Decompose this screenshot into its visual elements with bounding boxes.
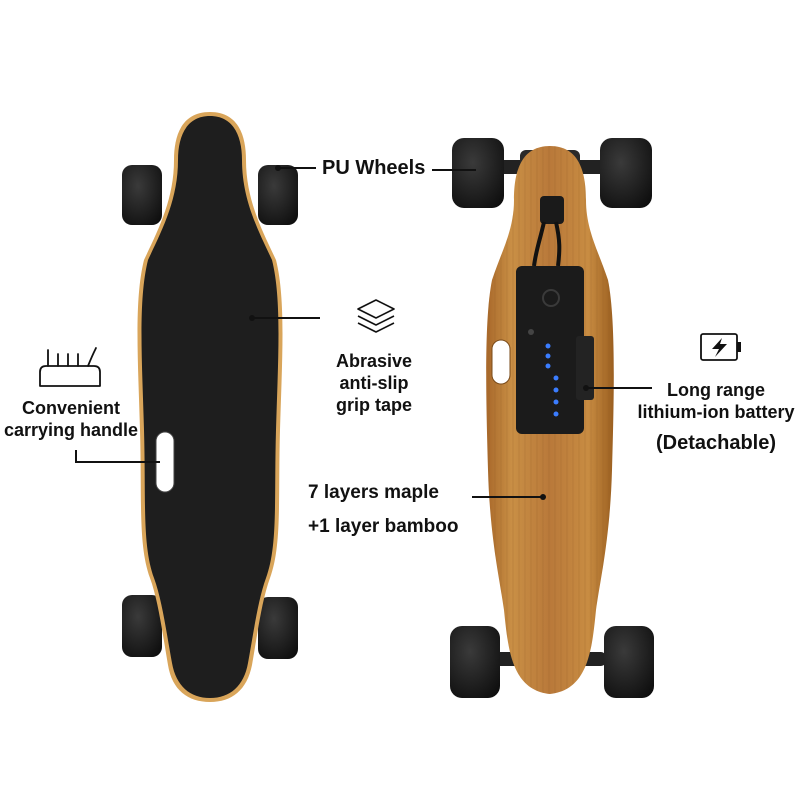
layers-icon xyxy=(357,299,395,333)
wheel-rear-right xyxy=(258,597,298,659)
grip-tape-line-2: anti-slip xyxy=(339,373,409,393)
left-skateboard xyxy=(122,112,298,702)
wheel-rear-right-bottom xyxy=(604,626,654,698)
battery-side-module xyxy=(576,336,594,400)
pu-wheels-label: PU Wheels xyxy=(322,157,426,179)
battery-charging-icon xyxy=(700,333,741,361)
callout-lines xyxy=(75,167,652,498)
deck-pointer-dot xyxy=(540,494,546,500)
deck-label: 7 layers maple +1 layer bamboo xyxy=(308,476,458,544)
wheel-front-left-bottom xyxy=(452,138,504,208)
hand-icon xyxy=(39,347,101,387)
battery-label: Long range lithium-ion battery xyxy=(633,379,799,423)
wheel-rear-left-bottom xyxy=(450,626,500,698)
battery-line-1: Long range xyxy=(667,380,765,400)
handle-line-2: carrying handle xyxy=(3,420,139,440)
wheel-front-right-bottom xyxy=(600,138,652,208)
battery-cables xyxy=(532,221,562,267)
wheel-rear-left xyxy=(122,595,162,657)
deck-line-1: 7 layers maple xyxy=(308,482,439,503)
handle-line xyxy=(75,450,160,463)
grip-tape xyxy=(141,116,279,698)
charge-port xyxy=(528,329,534,335)
pu-wheels-dot xyxy=(275,165,281,171)
power-button xyxy=(542,289,560,307)
battery-pack xyxy=(516,266,584,434)
handle-label: Convenient carrying handle xyxy=(0,397,142,441)
battery-line-2: lithium-ion battery xyxy=(637,402,795,422)
grip-tape-label: Abrasive anti-slip grip tape xyxy=(310,350,438,416)
motor-mount-front xyxy=(540,196,564,224)
grip-pointer-dot xyxy=(249,315,255,321)
wheel-front-right xyxy=(258,165,298,225)
right-skateboard xyxy=(450,138,654,698)
wheel-front-left xyxy=(122,165,162,225)
grip-tape-line-1: Abrasive xyxy=(335,351,413,371)
detachable-label: (Detachable) xyxy=(655,432,777,454)
handle-line-1: Convenient xyxy=(21,398,120,418)
battery-led-indicator xyxy=(545,343,559,417)
carrying-handle-cutout-bottom xyxy=(491,339,511,385)
grip-tape-line-3: grip tape xyxy=(335,395,412,415)
battery-pointer-dot xyxy=(583,385,589,391)
deck-line-2: +1 layer bamboo xyxy=(308,516,459,537)
